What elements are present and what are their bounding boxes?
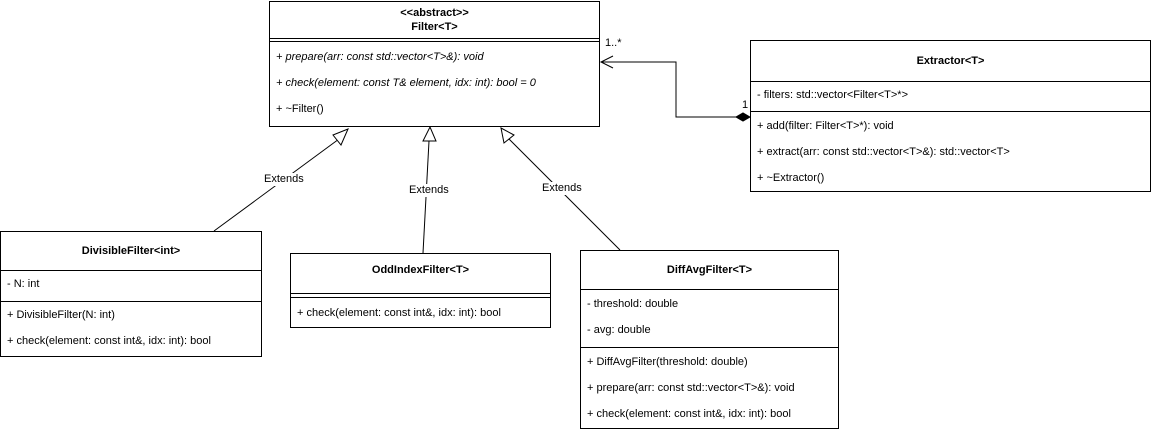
compartment-divider (1, 301, 261, 302)
class-name: DivisibleFilter<int> (81, 245, 181, 257)
compartment-divider (751, 111, 1150, 112)
compartment-divider (581, 289, 838, 290)
class-divisible-filter[interactable]: DivisibleFilter<int> - N: int + Divisibl… (0, 231, 262, 357)
class-diffavg-filter[interactable]: DiffAvgFilter<T> - threshold: double - a… (580, 250, 839, 429)
compartment-divider (1, 270, 261, 271)
method-prepare: + prepare(arr: const std::vector<T>&): v… (276, 51, 484, 63)
class-name: Extractor<T> (916, 55, 985, 67)
method-add: + add(filter: Filter<T>*): void (757, 120, 894, 132)
method-check: + check(element: const int&, idx: int): … (297, 307, 501, 319)
attribute-filters: - filters: std::vector<Filter<T>*> (757, 89, 908, 101)
method-constructor: + DivisibleFilter(N: int) (7, 309, 115, 321)
attribute-n: - N: int (7, 278, 40, 290)
multiplicity-extractor-end: 1 (742, 99, 749, 111)
compartment-divider (291, 293, 550, 298)
method-constructor: + DiffAvgFilter(threshold: double) (587, 356, 748, 368)
class-stereotype: <<abstract>> (400, 7, 469, 19)
compartment-divider (581, 347, 838, 348)
extends-label-diffavg: Extends (541, 182, 583, 195)
attribute-threshold: - threshold: double (587, 298, 679, 310)
method-extract: + extract(arr: const std::vector<T>&): s… (757, 146, 1010, 158)
class-filter[interactable]: <<abstract>> Filter<T> + prepare(arr: co… (269, 1, 600, 127)
compartment-divider (751, 81, 1150, 82)
compartment-divider (270, 38, 599, 42)
class-extractor[interactable]: Extractor<T> - filters: std::vector<Filt… (750, 40, 1151, 192)
extends-line-oddindex (422, 140, 430, 254)
class-name: OddIndexFilter<T> (371, 264, 470, 276)
composition-diamond (734, 112, 752, 122)
class-oddindex-filter[interactable]: OddIndexFilter<T> + check(element: const… (290, 253, 551, 328)
method-check: + check(element: const int&, idx: int): … (587, 408, 791, 420)
method-destructor: + ~Filter() (276, 103, 324, 115)
inheritance-arrowhead-divisible (332, 128, 349, 146)
extends-label-oddindex: Extends (408, 184, 450, 197)
method-check: + check(element: const int&, idx: int): … (7, 335, 211, 347)
attribute-avg: - avg: double (587, 324, 651, 336)
multiplicity-filter-end: 1..* (605, 37, 622, 49)
class-name: Filter<T> (411, 21, 458, 33)
method-destructor: + ~Extractor() (757, 172, 825, 184)
class-name: DiffAvgFilter<T> (666, 264, 753, 276)
inheritance-arrowhead-diffavg (500, 127, 515, 144)
composition-line (601, 61, 750, 118)
inheritance-arrowhead-oddindex (422, 125, 437, 142)
method-prepare: + prepare(arr: const std::vector<T>&): v… (587, 382, 795, 394)
extends-label-divisible: Extends (263, 173, 305, 186)
navigable-arrowhead (599, 55, 614, 69)
method-check: + check(element: const T& element, idx: … (276, 77, 536, 89)
